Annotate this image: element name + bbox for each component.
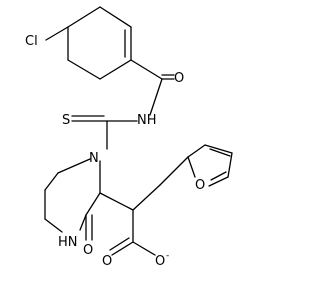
piperazinone-ring	[44, 158, 101, 233]
lactam-oxygen-label: O	[83, 243, 93, 258]
cyclohexene-ring	[67, 6, 132, 80]
amide-nh-label: NH	[137, 113, 157, 128]
ch-to-ch2-bond	[132, 184, 161, 211]
lactam-nh-label: HN	[58, 235, 78, 250]
negative-charge-label: -	[166, 251, 169, 261]
ch2-to-furan-bond	[159, 156, 189, 186]
ring-to-ch-bond	[99, 192, 134, 211]
carboxylate-oxygen-label: O	[102, 254, 112, 269]
carboxylate-o-minus-label: O	[155, 254, 165, 269]
amide-oxygen-label: O	[174, 71, 184, 86]
carboxylate-single-bond	[132, 241, 156, 256]
chlorine-atom-label: Cl	[25, 34, 38, 49]
c-cl-bond	[45, 26, 69, 41]
carboxylate-double-bond-2	[109, 237, 130, 251]
structure-canvas: Cl O S NH N O HN O O O -	[25, 6, 233, 269]
furan-oxygen-label: O	[195, 178, 205, 193]
carboxylate-double-bond-1	[111, 241, 134, 256]
ring-nitrogen-label: N	[89, 151, 99, 166]
furan-ring	[187, 144, 233, 187]
molecule-diagram: Cl O S NH N O HN O O O -	[25, 6, 233, 269]
sulfur-atom-label: S	[62, 113, 70, 128]
amide-c-n-bond	[149, 78, 163, 116]
ring-carbonyl-bond	[130, 59, 163, 80]
